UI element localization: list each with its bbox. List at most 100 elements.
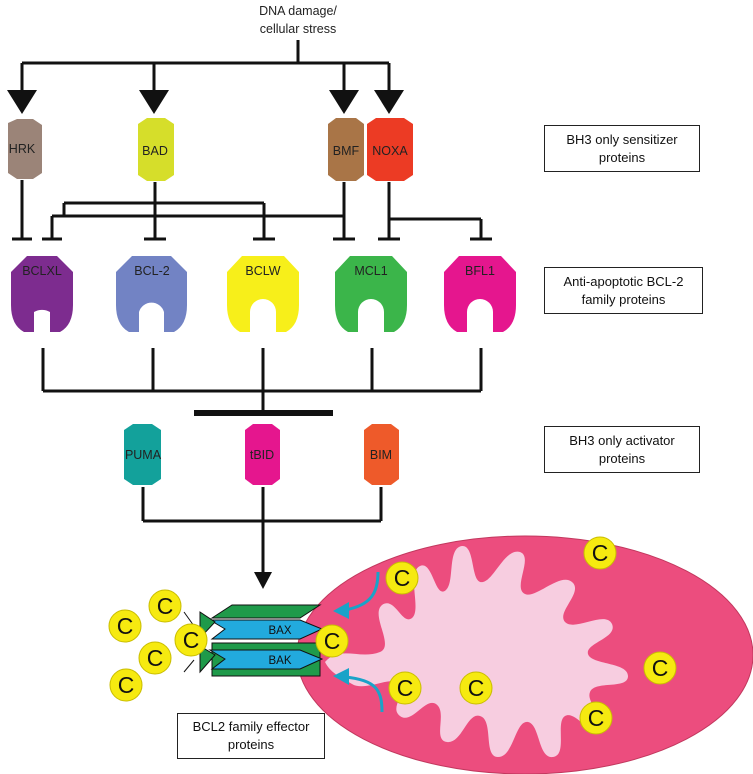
cytochrome-c: C [174,623,208,657]
antiapoptotic-bcl2: BCL-2 [116,256,187,332]
bim-label: BIM [370,448,392,462]
antiapoptotic-collector [41,348,483,412]
cytochrome-c: C [459,671,493,705]
effector-left-flap-bottom [199,645,216,674]
sensitizer-bad: BAD [138,118,174,181]
cytochrome-c: C [643,651,677,685]
sensitizer-legend-line1: BH3 only sensitizer [566,131,678,147]
stimulus-line1: DNA damage/ [259,4,337,18]
arrow-to-bmf [329,90,359,114]
activator-legend-text: BH3 only activator proteins [569,432,675,467]
bad-label: BAD [142,144,168,158]
bad-shape [138,118,174,181]
cytochrome-c-label: C [588,705,605,731]
bax-body [208,619,324,640]
mcl1-shape [335,256,407,332]
bim-shape [364,424,399,485]
activator-legend-box: BH3 only activator proteins [544,426,700,473]
cytochrome-c: C [315,624,349,658]
arrow-to-bad [139,90,169,114]
antiapoptotic-bfl1: BFL1 [444,256,516,332]
cytochrome-c-label: C [157,593,174,619]
hrk-label: HRK [9,142,36,156]
arrow-to-noxa [374,90,404,114]
cytochrome-c-label: C [397,675,414,701]
release-arrowhead-top [333,602,349,619]
cytochrome-c: C [388,671,422,705]
cytochrome-c: C [109,668,143,702]
release-arrow-bottom [344,675,384,713]
cytochrome-c-label: C [468,675,485,701]
activator-collector [141,487,383,574]
activator-puma: PUMA [124,424,162,485]
bfl1-label: BFL1 [465,264,495,278]
cytochrome-c-label: C [324,628,341,654]
noxa-label: NOXA [372,144,408,158]
mitochondrion [296,535,753,774]
noxa-shape [367,118,413,181]
effector-legend-text: BCL2 family effector proteins [193,718,310,753]
sensitizer-legend-text: BH3 only sensitizer proteins [566,131,677,166]
antiapoptotic-legend-box: Anti-apoptotic BCL-2 family proteins [544,267,703,314]
bclxl-shape [11,256,73,332]
cytochrome-c: C [583,536,617,570]
activator-bim: BIM [364,424,399,485]
cytochrome-c: C [138,641,172,675]
cytochrome-c-label: C [117,613,134,639]
cytochrome-c-label: C [652,655,669,681]
activator-legend-line2: proteins [598,450,646,466]
antiapoptotic-legend-text: Anti-apoptotic BCL-2 family proteins [564,273,684,308]
sensitizer-noxa: NOXA [367,118,413,181]
inhibition-bar [194,410,333,416]
tbid-shape [245,424,280,485]
bak-label: BAK [268,655,291,667]
antiapoptotic-mcl1: MCL1 [335,256,407,332]
cytochrome-c-group: C C C C C C C C C C C C [108,536,677,735]
sensitizer-legend-box: BH3 only sensitizer proteins [544,125,700,172]
antiapoptotic-row: BCLXL BCL-2 BCLW MCL1 BFL1 [11,256,516,332]
cytochrome-c-label: C [592,540,609,566]
bclw-label: BCLW [245,264,280,278]
bcl2-label: BCL-2 [134,264,169,278]
bcl2-shape [116,256,187,332]
antiapoptotic-bclxl: BCLXL [11,256,73,332]
puma-label: PUMA [125,448,162,462]
bmf-shape [328,118,364,181]
antiapoptotic-legend-line2: family proteins [581,291,666,307]
sensitizer-bmf: BMF [328,118,364,181]
bax-label: BAX [268,625,291,637]
arrow-to-hrk [7,90,37,114]
activator-legend-line1: BH3 only activator [569,432,675,448]
effector-complex [183,604,324,677]
cytochrome-c-label: C [183,627,200,653]
mcl1-label: MCL1 [354,264,387,278]
cytochrome-c-label: C [147,645,164,671]
stimulus-arrowheads [7,90,404,114]
antiapoptotic-legend-line1: Anti-apoptotic BCL-2 [563,273,684,289]
sensitizer-row: HRK BAD BMF NOXA [8,118,413,181]
cytochrome-c-label: C [394,565,411,591]
cytochrome-c: C [148,589,182,623]
stimulus-line2: cellular stress [260,22,336,36]
release-arrowhead-bottom [333,668,349,685]
activator-tbid: tBID [245,424,280,485]
effector-left-mark-2 [183,659,195,673]
release-arrow-top [344,571,380,612]
bmf-label: BMF [333,144,360,158]
cytochrome-c: C [385,561,419,595]
cytochrome-c: C [579,701,613,735]
effector-legend-line1: BCL2 family effector [192,719,310,735]
sensitizer-inhibition-lines [12,180,492,241]
bax-green-wing [210,604,322,619]
arrow-to-effectors [254,572,272,589]
cytochrome-c: C [108,609,142,643]
hrk-shape [8,119,42,179]
antiapoptotic-bclw: BCLW [227,256,299,332]
cytochrome-c-label: C [118,672,135,698]
mitochondrion-cristae [325,545,628,758]
bfl1-shape [444,256,516,332]
release-arrows [344,571,384,713]
bclw-shape [227,256,299,332]
activator-row: PUMA tBID BIM [124,424,399,485]
